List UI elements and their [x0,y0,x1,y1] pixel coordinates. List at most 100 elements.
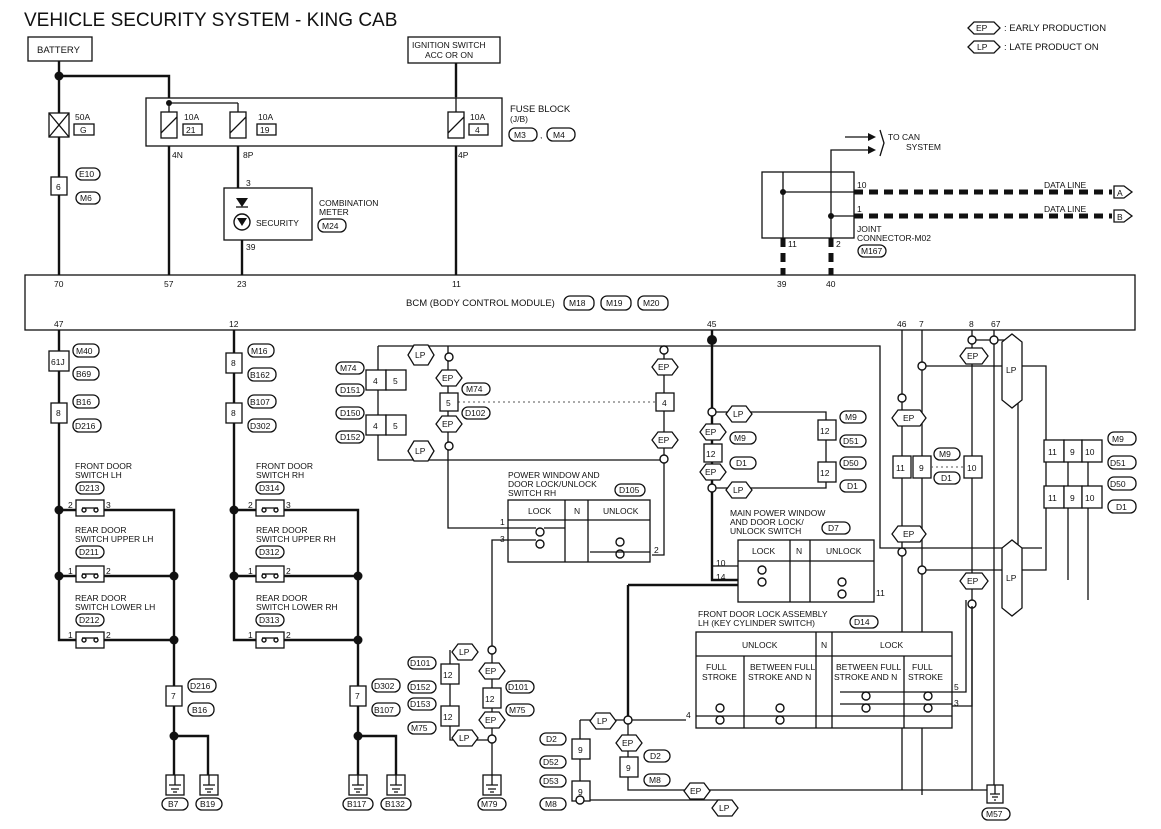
svg-text:D216: D216 [190,681,211,691]
svg-text:46: 46 [897,319,907,329]
svg-text:LP: LP [1006,365,1017,375]
svg-text:D1: D1 [1116,502,1127,512]
svg-text:M24: M24 [322,221,339,231]
svg-text:FRONT DOOR: FRONT DOOR [75,461,132,471]
svg-text:SWITCH RH: SWITCH RH [256,470,304,480]
svg-text:D313: D313 [259,615,280,625]
svg-text:45: 45 [707,319,717,329]
svg-text:EP: EP [967,351,979,361]
svg-text:9: 9 [919,463,924,473]
svg-text:M6: M6 [80,193,92,203]
svg-text:EP: EP [442,373,454,383]
svg-text:8: 8 [231,408,236,418]
svg-text:D14: D14 [854,617,870,627]
svg-text:4: 4 [373,421,378,431]
svg-text:SECURITY: SECURITY [256,218,299,228]
svg-text:39: 39 [777,279,787,289]
svg-text:9: 9 [1070,493,1075,503]
svg-text:4N: 4N [172,150,183,160]
ground-b132: B132 [380,774,412,811]
lp-tag [451,643,479,661]
power-window-switch-rh: POWER WINDOW AND DOOR LOCK/UNLOCK SWITCH… [500,470,659,563]
svg-text:SWITCH LH: SWITCH LH [75,470,122,480]
svg-text:LH (KEY CYLINDER SWITCH): LH (KEY CYLINDER SWITCH) [698,618,815,628]
connector-d302-b107: 7 D302 B107 [349,678,401,717]
bottom-mid-connector-cluster: LP LP EP EP 12 12 12 D101 D152 D153 M75 … [407,643,535,747]
svg-text:M9: M9 [734,433,746,443]
svg-text:50A: 50A [75,112,90,122]
lp-tag [407,344,435,366]
svg-text:3: 3 [246,178,251,188]
svg-text:12: 12 [485,694,495,704]
svg-text:MAIN POWER WINDOW: MAIN POWER WINDOW [730,508,825,518]
svg-text:D211: D211 [79,547,99,557]
svg-text:STROKE AND N: STROKE AND N [748,672,811,682]
svg-text:EP: EP [903,529,915,539]
svg-text:57: 57 [164,279,174,289]
svg-text:B: B [1117,212,1123,222]
ep-tag [615,734,643,752]
svg-text:2: 2 [248,500,253,510]
ep-tag [699,423,727,441]
svg-text:REAR DOOR: REAR DOOR [75,525,126,535]
front-door-switch-lh: FRONT DOOR SWITCH LH D213 2 3 [68,461,132,517]
connector-e10-m6: 6 E10 M6 [50,167,101,205]
svg-text:4: 4 [373,376,378,386]
ep-tag [478,662,506,680]
svg-text:UNLOCK: UNLOCK [826,546,862,556]
svg-text:5: 5 [446,398,451,408]
svg-text:EP: EP [705,467,717,477]
mid-connector-cluster: M74 D151 D150 D152 4 5 4 5 5 4 M74 D102 … [335,344,679,464]
svg-text:D152: D152 [340,432,361,442]
svg-text:M20: M20 [643,298,660,308]
svg-text:TO CAN: TO CAN [888,132,920,142]
svg-text:JOINT: JOINT [857,224,882,234]
front-door-lock-assembly-lh: FRONT DOOR LOCK ASSEMBLY LH (KEY CYLINDE… [686,609,959,729]
ep-tag [478,711,506,729]
legend-lp-code: LP [977,42,988,52]
svg-text:M74: M74 [466,384,483,394]
svg-text:BETWEEN FULL: BETWEEN FULL [836,662,901,672]
svg-text:2: 2 [106,630,111,640]
svg-text:EP: EP [658,362,670,372]
svg-text:10: 10 [716,558,726,568]
bottom-lock-connector-cluster: LP LP EP EP 9 9 9 D2 D52 D53 M8 D2 M8 [539,712,739,817]
svg-text:1: 1 [248,630,253,640]
svg-text:D51: D51 [843,436,859,446]
ep-tag [959,347,989,365]
svg-text:EP: EP [903,413,915,423]
svg-text:EP: EP [485,715,497,725]
svg-text:11: 11 [896,463,905,473]
svg-text:D1: D1 [736,458,747,468]
svg-text:EP: EP [658,435,670,445]
svg-text:STROKE: STROKE [702,672,737,682]
svg-text:D213: D213 [79,483,100,493]
svg-text:14: 14 [716,572,726,582]
svg-text:B107: B107 [250,397,270,407]
lp-tag [589,712,617,730]
rear-door-switch-upper-lh: REAR DOOR SWITCH UPPER LH D211 1 2 [68,525,153,583]
svg-text:EP: EP [967,576,979,586]
svg-text:LP: LP [733,485,744,495]
svg-text:B7: B7 [168,799,179,809]
ep-tag [435,415,463,433]
svg-text:FUSE BLOCK: FUSE BLOCK [510,104,571,115]
can-joint-connector: TO CAN SYSTEM 10 1 11 2 JOINT CONNECTOR-… [761,129,941,258]
svg-text:23: 23 [237,279,247,289]
svg-text:2: 2 [654,545,659,555]
front-door-switch-rh: FRONT DOOR SWITCH RH D314 2 3 [248,461,313,517]
svg-text:D52: D52 [543,757,559,767]
svg-text:8: 8 [231,358,236,368]
svg-text:10: 10 [967,463,977,473]
svg-text:3: 3 [286,500,291,510]
svg-text:LP: LP [719,803,730,813]
svg-text:D1: D1 [847,481,858,491]
svg-text:D105: D105 [619,485,640,495]
svg-text:10A: 10A [470,112,485,122]
svg-text:D7: D7 [828,523,839,533]
svg-text:67: 67 [991,319,1001,329]
svg-text:E10: E10 [79,169,94,179]
svg-text:1: 1 [68,630,73,640]
lp-tag [407,440,435,462]
svg-text:POWER WINDOW AND: POWER WINDOW AND [508,470,600,480]
